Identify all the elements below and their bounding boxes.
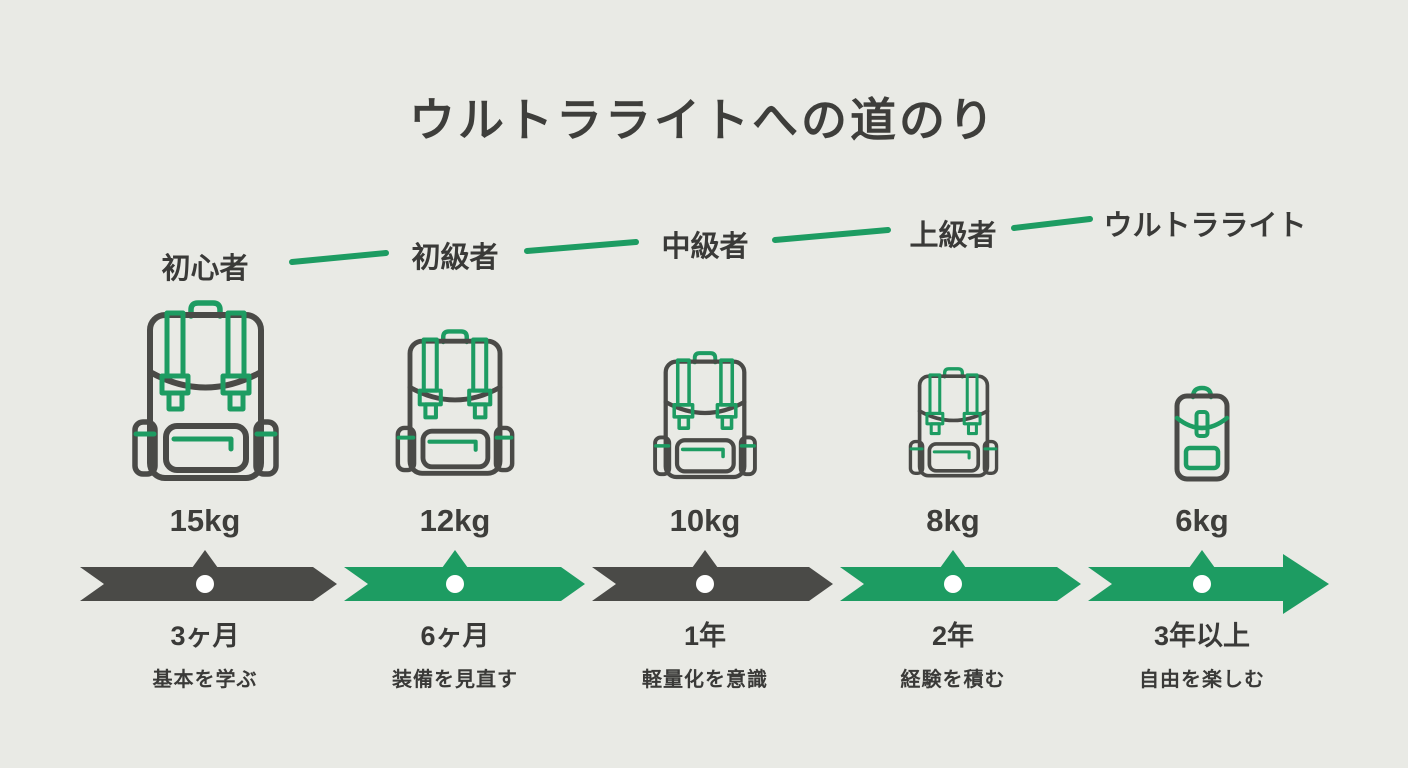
- weight-label-2: 12kg: [419, 503, 491, 538]
- timeline-segment-2: [344, 567, 585, 601]
- time-label-1: 3ヶ月: [170, 621, 240, 651]
- stage-label-intermediate: 中級者: [661, 231, 749, 263]
- note-label-5: 自由を楽しむ: [1139, 669, 1265, 691]
- marker-dot-4: [944, 575, 962, 593]
- backpack-icon-15kg: [128, 300, 283, 485]
- stage-connector-line-2: [524, 239, 639, 254]
- weight-label-5: 6kg: [1175, 503, 1229, 538]
- marker-peak-1: [192, 550, 218, 568]
- note-label-1: 基本を学ぶ: [152, 669, 258, 691]
- backpack-icon-12kg: [392, 329, 518, 479]
- marker-dot-5: [1193, 575, 1211, 593]
- weight-label-3: 10kg: [669, 503, 741, 538]
- weight-label-4: 8kg: [926, 503, 980, 538]
- stage-connector-line-1: [289, 250, 389, 265]
- daypack-icon-6kg: [1167, 385, 1237, 483]
- backpack-icon-8kg: [906, 367, 1001, 480]
- time-label-5: 3年以上: [1153, 621, 1251, 651]
- note-label-4: 経験を積む: [900, 669, 1006, 691]
- time-label-4: 2年: [931, 621, 975, 651]
- marker-dot-2: [446, 575, 464, 593]
- marker-dot-3: [696, 575, 714, 593]
- marker-peak-2: [442, 550, 468, 568]
- note-label-3: 軽量化を意識: [642, 669, 768, 691]
- stage-label-beginner: 初心者: [161, 253, 249, 285]
- backpack-icon-10kg: [650, 351, 760, 482]
- time-label-3: 1年: [683, 621, 727, 651]
- stage-label-advanced: 上級者: [909, 220, 997, 252]
- marker-peak-5: [1189, 550, 1215, 568]
- stage-label-ultralight: ウルトラライト: [1103, 210, 1307, 242]
- stage-connector-line-4: [1011, 216, 1093, 231]
- marker-peak-3: [692, 550, 718, 568]
- page-title: ウルトラライトへの道のり: [409, 94, 997, 146]
- stage-label-novice: 初級者: [411, 242, 499, 274]
- weight-label-1: 15kg: [169, 503, 241, 538]
- stage-connector-line-3: [772, 227, 891, 243]
- marker-dot-1: [196, 575, 214, 593]
- marker-peak-4: [940, 550, 966, 568]
- note-label-2: 装備を見直す: [392, 669, 518, 691]
- time-label-2: 6ヶ月: [420, 621, 490, 651]
